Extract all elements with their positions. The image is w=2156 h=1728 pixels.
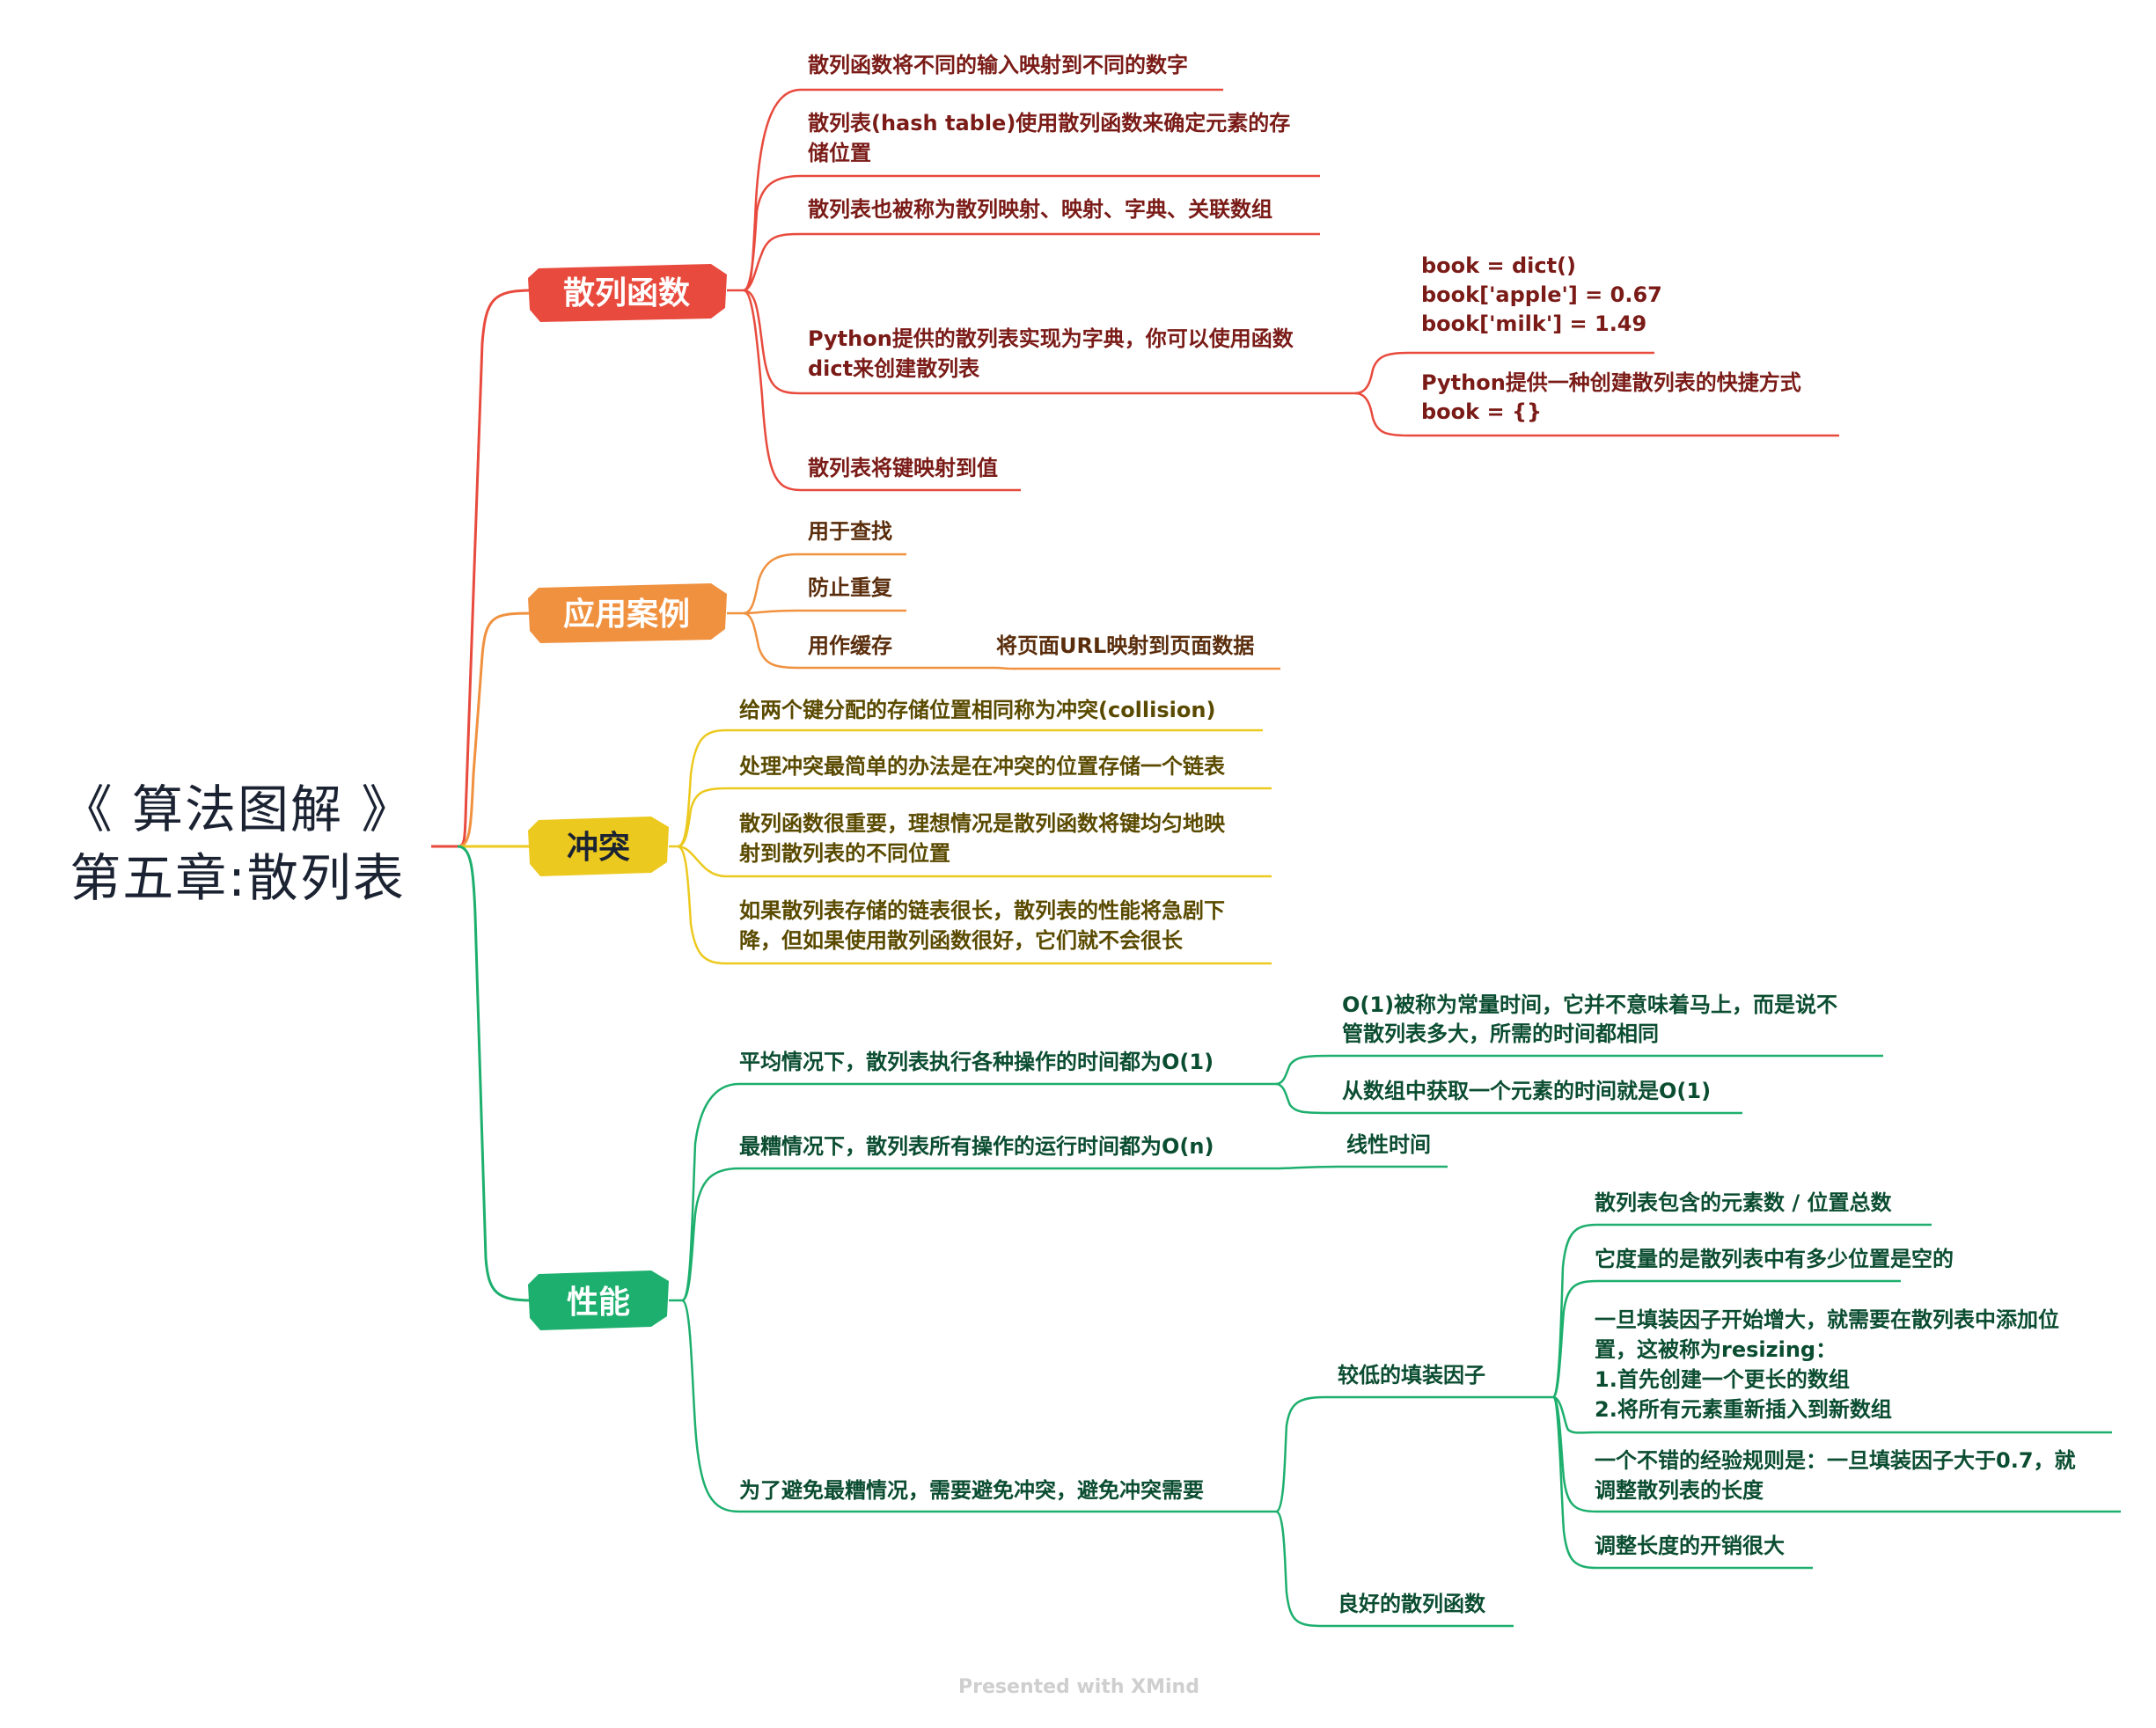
perf-item-1: 平均情况下，散列表执行各种操作的时间都为O(1) (739, 1050, 1214, 1074)
use-case-2: 防止重复 (808, 575, 893, 600)
collision-connectors (669, 729, 1272, 965)
perf-avoid-sub-2: 良好的散列函数 (1338, 1592, 1486, 1616)
root-topic[interactable]: 《 算法图解 》 第五章:散列表 (62, 780, 414, 908)
load-factor-sub-4: 一个不错的经验规则是：一旦填装因子大于0.7，就 调整散列表的长度 (1595, 1448, 2083, 1503)
collision-items: 给两个键分配的存储位置相同称为冲突(collision) 处理冲突最简单的办法是… (738, 698, 1232, 953)
perf-avg-sub-2: 从数组中获取一个元素的时间就是O(1) (1342, 1079, 1711, 1103)
use-cases-connectors (727, 553, 1280, 670)
hash-item-1: 散列函数将不同的输入映射到不同的数字 (808, 53, 1188, 77)
branch-performance-label: 性能 (567, 1285, 630, 1321)
branch-performance[interactable]: 性能 (528, 1270, 669, 1330)
perf-item-3: 为了避免最糟情况，需要避免冲突，避免冲突需要 (739, 1478, 1204, 1503)
load-factor-sub-3: 一旦填装因子开始增大，就需要在散列表中添加位 置，这被称为resizing： 1… (1595, 1307, 2066, 1422)
hash-function-items: 散列函数将不同的输入映射到不同的数字 散列表(hash table)使用散列函数… (808, 53, 1808, 480)
collision-item-1: 给两个键分配的存储位置相同称为冲突(collision) (739, 698, 1215, 722)
use-cases-items: 用于查找 防止重复 用作缓存 将页面URL映射到页面数据 (808, 519, 1254, 658)
hash-item-5: 散列表将键映射到值 (808, 456, 998, 480)
use-case-3: 用作缓存 (808, 633, 892, 658)
footer-credit: Presented with XMind (958, 1676, 1199, 1698)
use-case-cache-sub: 将页面URL映射到页面数据 (996, 633, 1254, 658)
collision-item-4: 如果散列表存储的链表很长，散列表的性能将急剧下 降，但如果使用散列函数很好，它们… (739, 898, 1232, 953)
hash-function-connectors (727, 88, 1839, 492)
collision-item-2: 处理冲突最简单的办法是在冲突的位置存储一个链表 (738, 754, 1226, 779)
branch-use-cases-label: 应用案例 (563, 597, 690, 633)
branch-use-cases[interactable]: 应用案例 (528, 583, 727, 643)
perf-avg-sub-1: O(1)被称为常量时间，它并不意味着马上，而是说不 管散列表多大，所需的时间都相… (1342, 992, 1844, 1046)
load-factor-sub-1: 散列表包含的元素数 / 位置总数 (1595, 1190, 1892, 1215)
performance-connectors (669, 1054, 2121, 1628)
perf-item-2: 最糟情况下，散列表所有操作的运行时间都为O(n) (739, 1134, 1214, 1159)
hash-python-sub-2: Python提供一种创建散列表的快捷方式 book = {} (1421, 370, 1808, 424)
perf-avoid-sub-1: 较低的填装因子 (1338, 1363, 1485, 1388)
hash-item-4: Python提供的散列表实现为字典，你可以使用函数 dict来创建散列表 (808, 326, 1301, 381)
load-factor-sub-2: 它度量的是散列表中有多少位置是空的 (1595, 1247, 1954, 1271)
performance-items: 平均情况下，散列表执行各种操作的时间都为O(1) 最糟情况下，散列表所有操作的运… (739, 992, 2083, 1616)
root-connectors (431, 289, 533, 1302)
root-title-line1: 《 算法图解 》 (62, 780, 414, 839)
root-title-line2: 第五章:散列表 (70, 848, 406, 908)
load-factor-sub-5: 调整长度的开销很大 (1595, 1534, 1785, 1558)
hash-item-3: 散列表也被称为散列映射、映射、字典、关联数组 (808, 197, 1272, 222)
branch-hash-function[interactable]: 散列函数 (528, 264, 727, 322)
branch-collision-label: 冲突 (567, 830, 630, 866)
use-case-1: 用于查找 (808, 519, 892, 544)
perf-worst-sub: 线性时间 (1346, 1132, 1431, 1157)
branch-hash-function-label: 散列函数 (563, 275, 690, 311)
hash-python-sub-1: book = dict() book['apple'] = 0.67 book[… (1421, 253, 1669, 336)
branch-collision[interactable]: 冲突 (528, 816, 669, 876)
collision-item-3: 散列函数很重要，理想情况是散列函数将键均匀地映 射到散列表的不同位置 (738, 811, 1232, 866)
hash-item-2: 散列表(hash table)使用散列函数来确定元素的存 储位置 (808, 111, 1298, 165)
